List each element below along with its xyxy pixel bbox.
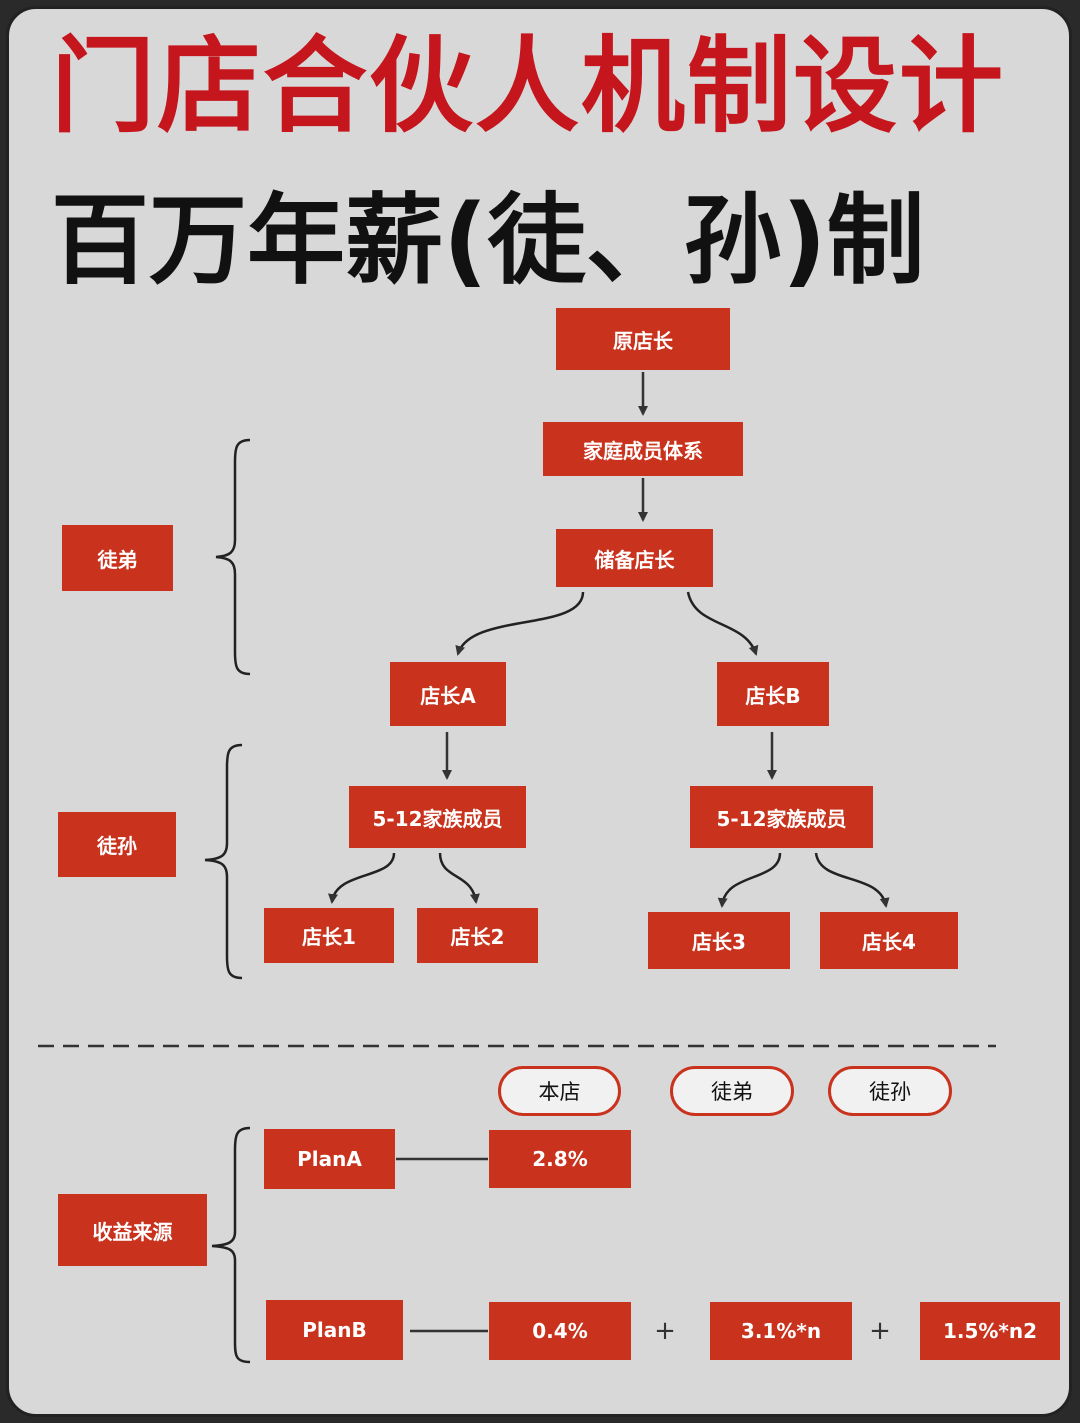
arrow-reserve-to-b: [686, 591, 759, 656]
page-title: 门店合伙人机制设计: [51, 25, 1006, 147]
node-family-system: 家庭成员体系: [543, 422, 743, 476]
bracket-apprentice: [215, 438, 251, 676]
node-manager-2: 店长2: [417, 908, 538, 963]
arrow-family-b-to-4: [814, 852, 890, 908]
node-family-members-a: 5-12家族成员: [349, 786, 526, 848]
plan-b-apprentice-rate: 3.1%*n: [710, 1302, 852, 1360]
bracket-revenue: [211, 1126, 251, 1364]
plus-sign-2: +: [869, 1316, 891, 1346]
label-grand-apprentice: 徒孙: [58, 812, 176, 877]
page-subtitle: 百万年薪(徒、孙)制: [51, 184, 925, 298]
bracket-grand-apprentice: [204, 743, 243, 980]
arrow-family-b-to-3: [717, 852, 782, 908]
node-manager-3: 店长3: [648, 912, 790, 969]
arrow-family-a-to-2: [438, 852, 480, 904]
plan-b-label: PlanB: [266, 1300, 403, 1360]
node-manager-a: 店长A: [390, 662, 506, 726]
label-revenue-source: 收益来源: [58, 1194, 207, 1266]
plan-a-store-rate: 2.8%: [489, 1130, 631, 1188]
node-manager-b: 店长B: [717, 662, 829, 726]
plan-b-store-rate: 0.4%: [489, 1302, 631, 1360]
header-apprentice: 徒弟: [670, 1066, 794, 1116]
plan-a-label: PlanA: [264, 1129, 395, 1189]
plus-sign-1: +: [654, 1316, 676, 1346]
header-own-store: 本店: [498, 1066, 621, 1116]
label-apprentice: 徒弟: [62, 525, 173, 591]
node-manager-1: 店长1: [264, 908, 394, 963]
arrow-reserve-to-a: [455, 591, 585, 656]
node-original-manager: 原店长: [556, 308, 730, 370]
node-family-members-b: 5-12家族成员: [690, 786, 873, 848]
arrow-family-a-to-1: [328, 852, 396, 904]
node-manager-4: 店长4: [820, 912, 958, 969]
node-reserve-manager: 储备店长: [556, 529, 713, 587]
header-grand-apprentice: 徒孙: [828, 1066, 952, 1116]
plan-b-grand-apprentice-rate: 1.5%*n2: [920, 1302, 1060, 1360]
